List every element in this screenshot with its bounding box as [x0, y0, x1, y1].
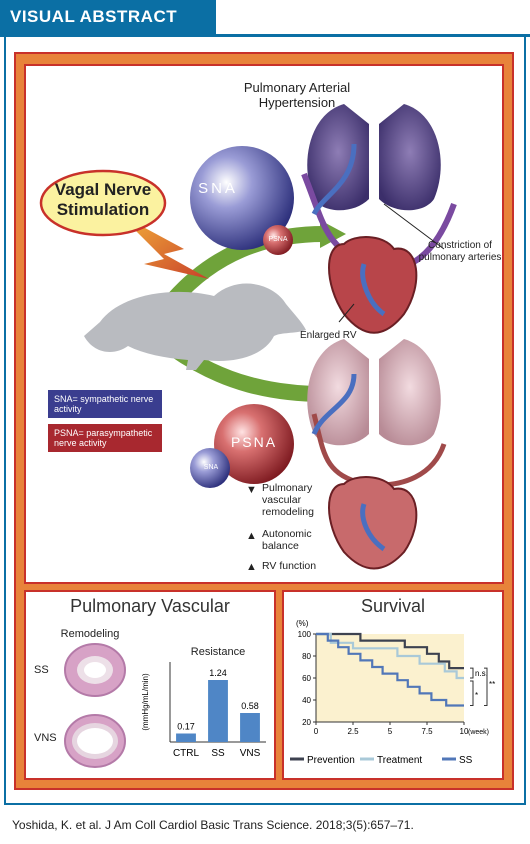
legend-sna: SNA= sympathetic nerve activity [48, 390, 162, 418]
x-unit-label: (week) [468, 729, 489, 736]
resistance-title: Resistance [190, 646, 246, 658]
sig-single-star: * [475, 691, 478, 700]
x-tick-label: SS [211, 748, 225, 759]
survival-curve-treatment [316, 632, 464, 680]
y-axis-label: (mmHg/mL/min) [141, 673, 150, 731]
legend-label: Treatment [377, 755, 422, 766]
constriction-label: Constriction of pulmonary arteries [418, 240, 502, 263]
psna-sphere [214, 404, 294, 484]
psna-sphere-label: PSNA [230, 434, 278, 450]
psna-small-sphere [263, 225, 293, 255]
vns-callout-text: Vagal Nerve Stimulation [54, 180, 152, 219]
survival-curve-ss [316, 632, 464, 707]
citation: Yoshida, K. et al. J Am Coll Cardiol Bas… [12, 818, 414, 832]
frame-bottom-border [4, 803, 526, 805]
pulmonary-vascular-title: Pulmonary Vascular [70, 596, 230, 616]
y-tick-label: 60 [302, 674, 311, 683]
x-tick-label: 2.5 [347, 727, 359, 736]
bar-value-label: 0.17 [177, 722, 195, 732]
sig-double-star: ** [489, 680, 495, 689]
header-title: VISUAL ABSTRACT [0, 0, 216, 34]
vessel-sections [64, 643, 126, 768]
y-unit-label: (%) [296, 619, 309, 628]
y-tick-label: 20 [302, 718, 311, 727]
frame-left-border [4, 34, 6, 804]
bar-value-label: 1.24 [209, 668, 227, 678]
outcome-autonomic: Autonomic balance [262, 528, 312, 552]
normal-right-lung [379, 339, 441, 446]
sig-ns: n.s. [475, 669, 488, 678]
outcome-rv-function: RV function [262, 560, 317, 572]
bracket-single [470, 680, 474, 706]
x-tick-label: VNS [240, 748, 261, 759]
pah-heart [328, 236, 418, 334]
lightning-bolt [119, 214, 209, 279]
mechanism-illustration [84, 104, 457, 570]
bar [208, 680, 228, 742]
y-tick-label: 40 [302, 696, 311, 705]
sna-small-label: SNA [203, 464, 219, 471]
normal-heart [328, 476, 418, 570]
bracket-double [484, 667, 488, 706]
survival-curve-prevention [316, 632, 464, 670]
group-vns-label: VNS [34, 732, 57, 744]
y-tick-label: 100 [298, 630, 312, 639]
psna-small-label: PSNA [268, 236, 288, 243]
group-ss-label: SS [34, 664, 49, 676]
bracket-ns [470, 667, 474, 679]
enlarged-rv-label: Enlarged RV [300, 330, 357, 341]
pah-left-lung [307, 104, 369, 211]
x-tick-label: 0 [314, 727, 319, 736]
x-tick-label: CTRL [173, 748, 200, 759]
sna-small-sphere [190, 448, 230, 488]
x-tick-label: 10 [460, 727, 469, 736]
sna-sphere-label: SNA [198, 180, 238, 197]
arrow-down-icon: ▼ [246, 484, 257, 496]
outcome-remodeling: Pulmonary vascular remodeling [262, 482, 314, 518]
arrow-up-icon: ▲ [246, 530, 257, 542]
bar-value-label: 0.58 [241, 701, 259, 711]
x-tick-label: 7.5 [421, 727, 433, 736]
bar [176, 733, 196, 742]
pah-title: Pulmonary Arterial Hypertension [243, 80, 351, 110]
frame-right-border [524, 34, 526, 804]
y-tick-label: 80 [302, 652, 311, 661]
rat-silhouette [84, 283, 306, 370]
legend-label: SS [459, 755, 473, 766]
vns-callout-shape [39, 169, 167, 237]
bar [240, 713, 260, 742]
x-tick-label: 5 [388, 727, 393, 736]
pah-right-lung [379, 104, 441, 211]
arrow-up-icon: ▲ [246, 561, 257, 573]
remodeling-title: Remodeling [60, 628, 120, 640]
survival-title: Survival [360, 596, 426, 616]
header-rule [0, 34, 530, 37]
legend-psna: PSNA= parasympathetic nerve activity [48, 424, 162, 452]
legend-label: Prevention [307, 755, 355, 766]
sna-sphere [190, 146, 294, 250]
